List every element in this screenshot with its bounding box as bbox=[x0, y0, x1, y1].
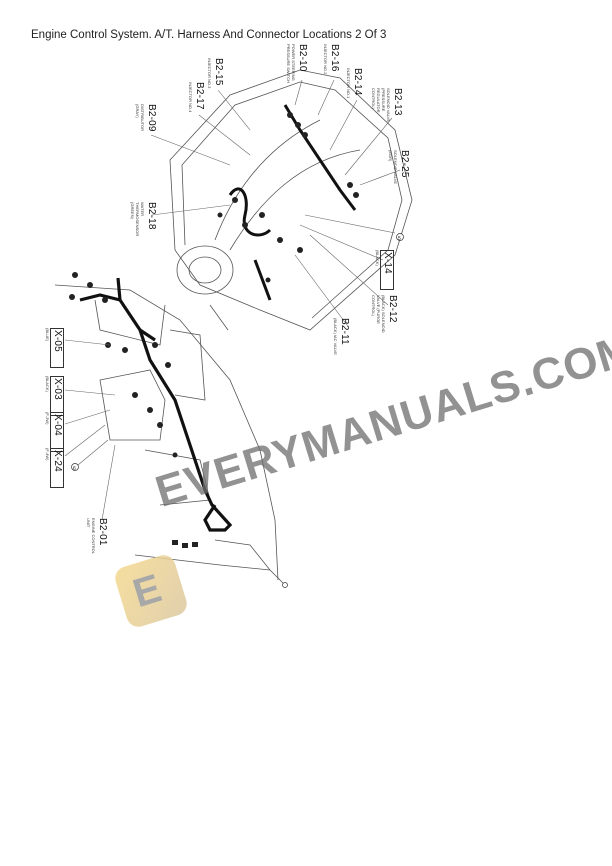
cabin-connectors bbox=[69, 272, 198, 548]
callout-x-24: X-24(F-4W) bbox=[45, 448, 64, 488]
callout-code: B2-01 bbox=[97, 518, 108, 546]
callout-code: B2-25 bbox=[399, 150, 410, 178]
ground-point-5 bbox=[396, 233, 404, 241]
callout-code: X-24 bbox=[50, 448, 64, 488]
callout-desc: INJECTOR NO.2 bbox=[323, 44, 328, 75]
callout-code: X-05 bbox=[50, 328, 64, 368]
callout-code: B2-09 bbox=[146, 104, 157, 132]
callout-desc: (BLUE) bbox=[45, 328, 50, 342]
callout-code: X-03 bbox=[50, 376, 64, 416]
callout-desc: INJECTOR NO.1 bbox=[346, 68, 351, 99]
callout-code: B2-18 bbox=[146, 202, 157, 230]
callout-code: B2-13 bbox=[392, 88, 403, 116]
callout-x-04: X-04(F-3W) bbox=[45, 412, 64, 452]
ground-point-6 bbox=[71, 463, 79, 471]
callout-desc: (BLACK) bbox=[375, 250, 380, 266]
callout-x-03: X-03(BLACK) bbox=[45, 376, 64, 416]
callout-desc: DISTRIBUTOR (GRAY) bbox=[135, 104, 145, 132]
callout-desc: POWER STEERING PRESSURE SWITCH bbox=[286, 44, 296, 83]
cabin-leader-lines bbox=[64, 339, 116, 521]
callout-code: B2-11 bbox=[339, 318, 350, 345]
harness-end bbox=[282, 582, 288, 588]
ground-6-label: 6 bbox=[73, 466, 76, 472]
callout-code: B2-12 bbox=[387, 295, 398, 323]
callout-b2-11: B2-11(BLACK) IAC VALVE bbox=[333, 318, 350, 358]
cabin-harness bbox=[79, 277, 233, 532]
callout-code: X-14 bbox=[380, 250, 394, 290]
callout-code: X-04 bbox=[50, 412, 64, 452]
ground-5-label: 5 bbox=[398, 236, 401, 242]
callout-desc: (F-3W) bbox=[45, 412, 50, 425]
callout-b2-12: B2-12(BLACK) SOLENOID VALVE (PURGE CONTR… bbox=[371, 295, 398, 335]
callout-code: B2-16 bbox=[329, 44, 340, 72]
callout-desc: (BLACK) SOLENOID VALVE (PURGE CONTROL) bbox=[371, 295, 386, 333]
callout-desc: (BLACK) bbox=[45, 376, 50, 392]
callout-desc: SOLENOID VALVE (EGR) bbox=[388, 150, 398, 185]
page-title: Engine Control System. A/T. Harness And … bbox=[31, 29, 387, 41]
callout-desc: WATER THERMOSENSOR (GREEN) bbox=[130, 202, 145, 237]
callout-x-14: X-14(BLACK) bbox=[375, 250, 394, 290]
callout-x-05: X-05(BLUE) bbox=[45, 328, 64, 368]
callout-code: B2-15 bbox=[213, 58, 224, 86]
callout-desc: SOLENOID VALVE (PRESSURE REGULATOR CONTR… bbox=[371, 88, 391, 123]
engine-leader-lines bbox=[150, 79, 401, 326]
callout-code: B2-14 bbox=[352, 68, 363, 96]
callout-desc: ENGINE CONTROL UNIT bbox=[86, 518, 96, 554]
engine-connectors bbox=[217, 112, 359, 283]
callout-desc: INJECTOR NO.4 bbox=[188, 82, 193, 113]
callout-desc: (F-4W) bbox=[45, 448, 50, 461]
callout-desc: INJECTOR NO.3 bbox=[207, 58, 212, 89]
engine-harness bbox=[228, 104, 357, 301]
callout-desc: (BLACK) IAC VALVE bbox=[333, 318, 338, 355]
callout-code: B2-17 bbox=[194, 82, 205, 110]
callout-code: B2-10 bbox=[297, 44, 308, 72]
watermark-logo-letter: E bbox=[128, 566, 167, 617]
